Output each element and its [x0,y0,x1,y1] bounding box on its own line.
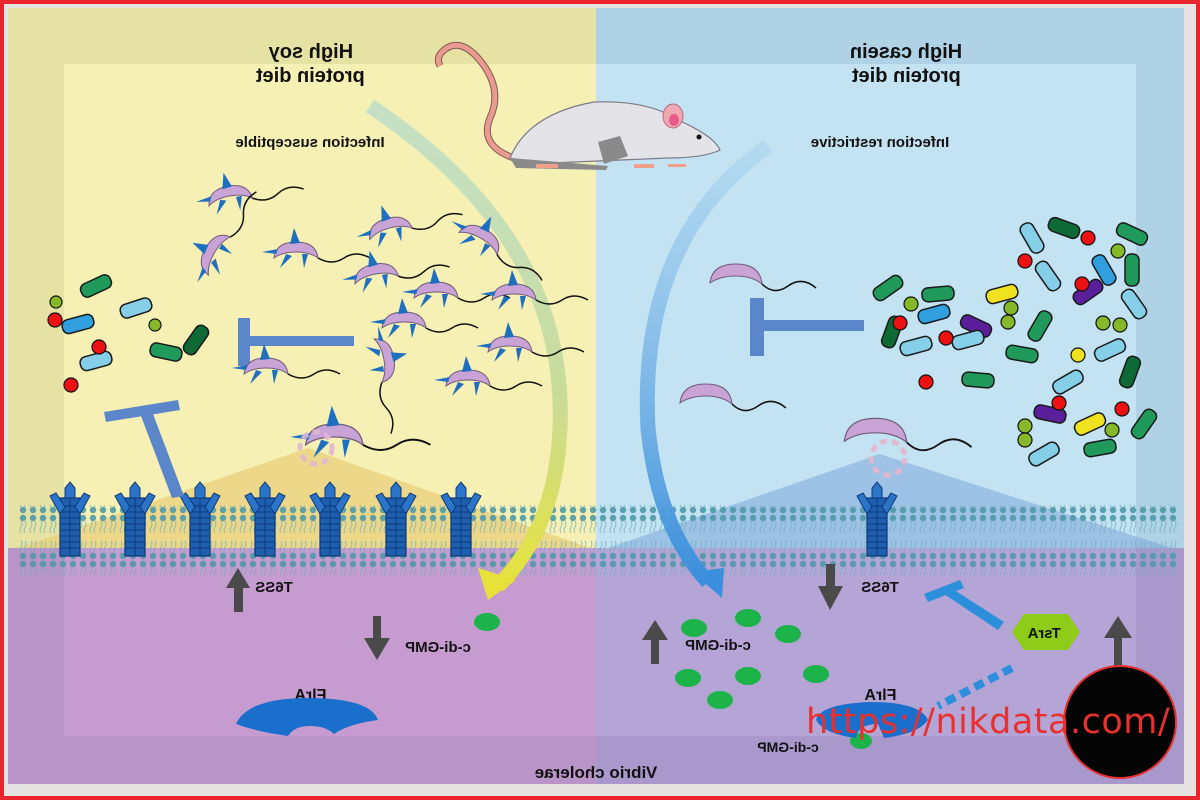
right-cdigmp-up-arrow [642,620,668,664]
right-flra-protein [816,702,928,738]
left-t6ss-up-arrow [226,568,250,612]
left-title-line1: High soy [268,41,353,63]
tsra-flra-interaction-dashed [936,664,1014,710]
left-vibrio-cholerae-cells [175,158,589,467]
right-commensal-bacteria [870,215,1160,469]
host-cell-background [8,548,1184,784]
right-flra-label: FlrA [864,687,896,704]
watermark-circle [1063,665,1177,779]
left-t6ss-label: T6SS [255,579,293,596]
left-inhibition-bar-diagonal [104,400,184,498]
left-title-line2: protein diet [256,65,365,87]
yellow-curved-arrow [365,99,568,592]
watermark-url: https://nikdata.com/ [806,702,1171,742]
left-flra-protein [236,698,378,736]
figure-canvas: High soy protein diet Infection suscepti… [8,8,1184,784]
right-title-line1: High casein [850,41,962,63]
tsra-hexagon [1012,614,1080,650]
right-cdigmp-molecules [675,609,872,749]
left-cdigmp-label: c-di-GMP [405,639,471,656]
right-title-line2: protein diet [852,65,961,87]
right-title: High casein protein diet [850,41,962,87]
left-status-label: Infection susceptible [235,134,384,151]
blue-curved-arrow [639,139,773,588]
left-title: High soy protein diet [256,41,365,87]
right-flra-bound-cdigmp-label: c-di-GMP [757,739,818,755]
blue-arrow-head [692,568,724,598]
mouse-illustration [434,41,721,170]
left-cdigmp-molecule [474,613,500,631]
diagram-svg: High soy protein diet Infection suscepti… [8,8,1184,784]
yellow-arrow-head [478,568,516,600]
right-vibrio-cholerae-cells [679,263,973,478]
right-t6ss-down-arrow [818,564,843,610]
right-t6ss-label: T6SS [861,579,899,596]
cell-membrane [18,505,1178,575]
right-status-label: Infection restrictive [811,134,949,151]
organism-label: Vibrio cholerae [535,763,658,782]
left-cdigmp-down-arrow [364,616,390,660]
tsra-label: TsrA [1027,625,1060,642]
tsra-up-arrow [1104,616,1132,666]
tsra-inhibition-bar [924,580,1004,630]
right-cdigmp-label: c-di-GMP [685,637,751,654]
left-commensal-bacteria [47,272,212,393]
right-inhibition-bar [750,298,864,356]
left-inhibition-bar-horizontal [238,318,354,366]
